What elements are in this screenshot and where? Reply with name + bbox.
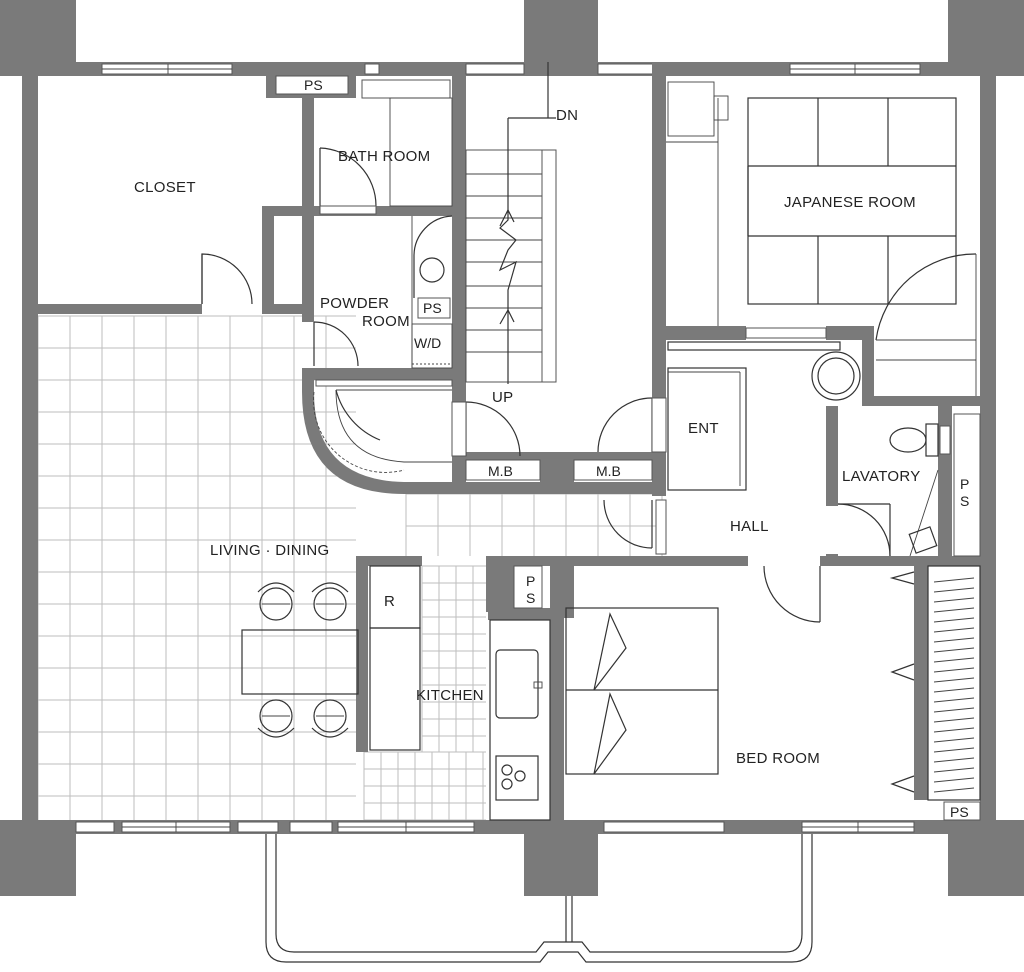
refrigerator-label: R: [384, 593, 395, 610]
bed-room-label: BED ROOM: [736, 750, 820, 767]
ps-kit-label-2: S: [526, 590, 535, 606]
closet-door: [201, 253, 253, 305]
powder-room: PS W/D POWDER ROOM: [313, 215, 453, 387]
hanger-line: [933, 667, 975, 673]
hanger-line: [933, 587, 975, 593]
bath-counter: [361, 79, 451, 99]
entrance: ENT HALL: [603, 341, 861, 555]
stairs-down-label: DN: [556, 107, 578, 124]
top-windows: [101, 63, 921, 75]
hanger-line: [933, 787, 975, 793]
hanger-line: [933, 657, 975, 663]
hanger-line: [933, 757, 975, 763]
ps-lav-label-2: S: [960, 493, 969, 509]
bath-room-label: BATH ROOM: [338, 148, 430, 165]
curved-storage: [313, 389, 452, 473]
ps-bed-label: PS: [950, 804, 969, 820]
hanger-line: [933, 737, 975, 743]
kitchen-label: KITCHEN: [416, 687, 484, 704]
bottom-windows: [75, 821, 915, 833]
hanger-line: [933, 597, 975, 603]
hanger-line: [933, 707, 975, 713]
mb-right-label: M.B: [596, 463, 621, 479]
ps-top-label: PS: [304, 77, 323, 93]
lavatory: P S LAVATORY: [837, 413, 981, 557]
hanger-line: [933, 677, 975, 683]
balcony: [265, 834, 813, 963]
closet-label: CLOSET: [134, 179, 196, 196]
hall-label: HALL: [730, 518, 769, 535]
lavatory-label: LAVATORY: [842, 468, 921, 485]
ps-powder-label: PS: [423, 300, 442, 316]
ps-top-box: PS: [275, 75, 349, 95]
japanese-room: JAPANESE ROOM: [666, 81, 977, 396]
bedroom-closet: PS: [889, 565, 981, 821]
exterior-walls: [22, 62, 1002, 834]
hanger-line: [933, 687, 975, 693]
powder-room-label-1: POWDER: [320, 295, 389, 312]
hanger-line: [933, 647, 975, 653]
wd-label: W/D: [414, 335, 441, 351]
meter-boxes: M.B M.B: [465, 459, 653, 481]
stairs-up-label: UP: [492, 389, 513, 406]
hanger-line: [933, 767, 975, 773]
hanger-line: [933, 617, 975, 623]
ps-kit-label-1: P: [526, 573, 535, 589]
interior-walls: [36, 62, 996, 826]
structural-columns: [0, 0, 1024, 896]
hanger-line: [933, 627, 975, 633]
corridor-floor-grid: [405, 493, 663, 556]
bedroom-door: [763, 565, 821, 623]
hanger-line: [933, 777, 975, 783]
hanger-line: [933, 697, 975, 703]
bath-room: BATH ROOM: [319, 97, 453, 215]
powder-room-label-2: ROOM: [362, 313, 410, 330]
hanger-line: [933, 717, 975, 723]
hanger-line: [933, 637, 975, 643]
hanger-line: [933, 727, 975, 733]
ent-label: ENT: [688, 420, 719, 437]
dining-table-set: [241, 582, 359, 738]
japanese-room-label: JAPANESE ROOM: [784, 194, 916, 211]
living-floor-grid: [37, 315, 356, 820]
stair-doors: [451, 397, 667, 457]
bed: [565, 607, 719, 775]
mb-left-label: M.B: [488, 463, 513, 479]
staircase: DN UP: [465, 62, 578, 406]
ps-lav-label-1: P: [960, 476, 969, 492]
kitchen: R P S KITCHEN: [369, 565, 551, 821]
hanger-line: [933, 747, 975, 753]
living-dining-label: LIVING · DINING: [210, 542, 330, 559]
hanger-line: [933, 607, 975, 613]
hanger-line: [933, 577, 975, 583]
